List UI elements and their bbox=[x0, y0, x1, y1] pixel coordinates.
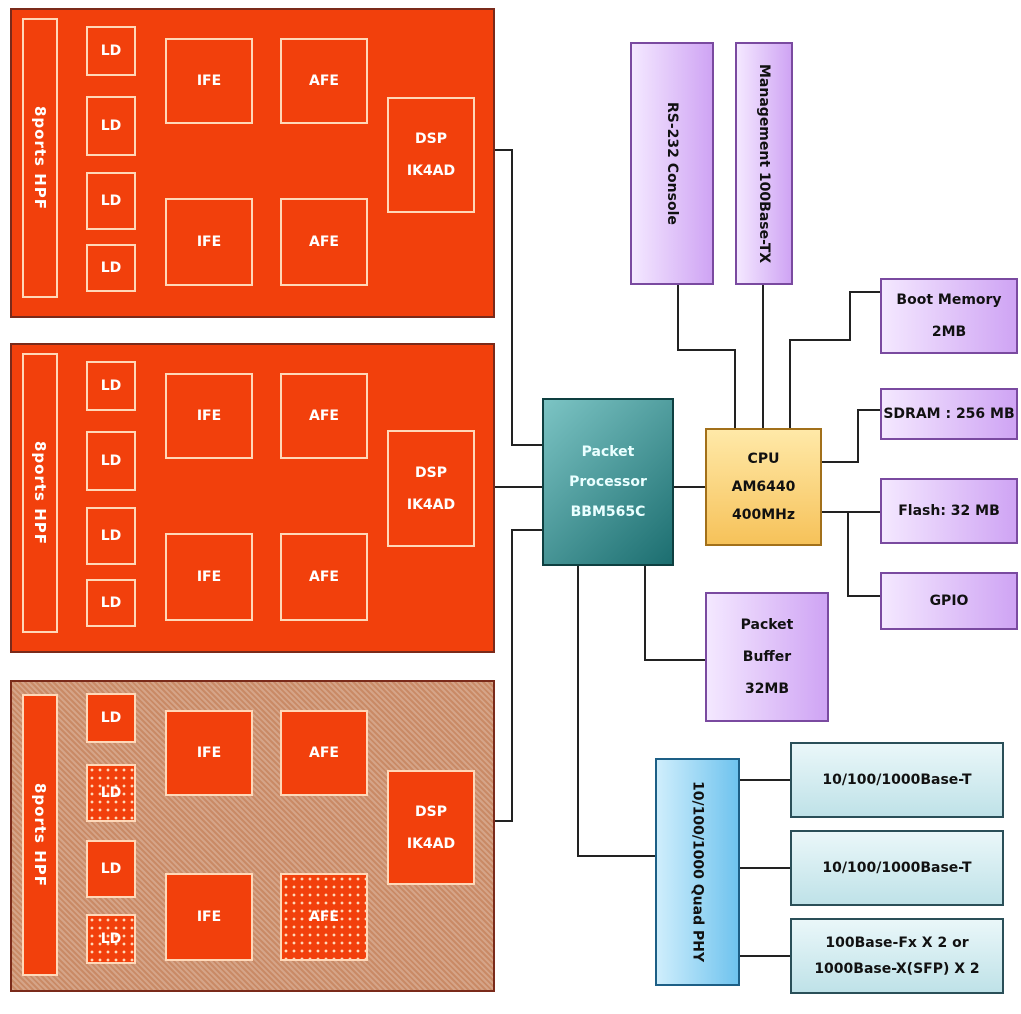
dsp-chip-label: IK4AD bbox=[406, 496, 456, 513]
ld-module-unpopulated: LD bbox=[86, 764, 136, 822]
dsp-label: DSP bbox=[415, 803, 447, 820]
boot-memory-box: Boot Memory 2MB bbox=[880, 278, 1018, 354]
dsp-module: DSP IK4AD bbox=[387, 770, 475, 885]
ethernet-port-label: 10/100/1000Base-T bbox=[822, 772, 972, 788]
management-port-box: Management 100Base-TX bbox=[735, 42, 793, 285]
fiber-port-line-1: 100Base-Fx X 2 or bbox=[825, 935, 969, 951]
ld-module: LD bbox=[86, 26, 136, 76]
flash-box: Flash: 32 MB bbox=[880, 478, 1018, 544]
ld-module: LD bbox=[86, 361, 136, 411]
quad-phy-label: 10/100/1000 Quad PHY bbox=[689, 781, 706, 963]
rs232-console-box: RS-232 Console bbox=[630, 42, 714, 285]
hpf-module: 8ports HPF bbox=[22, 353, 58, 633]
packet-processor-line-3: BBM565C bbox=[570, 504, 646, 520]
packet-processor-line-2: Processor bbox=[569, 474, 647, 490]
ife-module: IFE bbox=[165, 533, 253, 621]
fiber-port-box: 100Base-Fx X 2 or 1000Base-X(SFP) X 2 bbox=[790, 918, 1004, 994]
ld-module: LD bbox=[86, 244, 136, 292]
ife-module: IFE bbox=[165, 38, 253, 124]
afe-module: AFE bbox=[280, 373, 368, 459]
ld-module: LD bbox=[86, 431, 136, 491]
dsp-label: DSP bbox=[415, 131, 447, 147]
dsp-label: DSP bbox=[415, 464, 447, 481]
hpf-module: 8ports HPF bbox=[22, 18, 58, 298]
packet-buffer-box: Packet Buffer 32MB bbox=[705, 592, 829, 722]
dsp-module: DSP IK4AD bbox=[387, 430, 475, 547]
gpio-box: GPIO bbox=[880, 572, 1018, 630]
ld-module-unpopulated: LD bbox=[86, 914, 136, 964]
cpu-line-3: 400MHz bbox=[731, 507, 796, 523]
ld-module: LD bbox=[86, 507, 136, 565]
ld-module: LD bbox=[86, 172, 136, 230]
afe-module: AFE bbox=[280, 38, 368, 124]
packet-processor-line-1: Packet bbox=[581, 444, 635, 460]
ife-module: IFE bbox=[165, 373, 253, 459]
packet-processor-box: Packet Processor BBM565C bbox=[542, 398, 674, 566]
quad-phy-box: 10/100/1000 Quad PHY bbox=[655, 758, 740, 986]
cpu-line-1: CPU bbox=[747, 451, 780, 467]
dsp-module: DSP IK4AD bbox=[387, 97, 475, 213]
afe-module: AFE bbox=[280, 198, 368, 286]
dsp-chip-label: IK4AD bbox=[406, 835, 456, 852]
ld-module: LD bbox=[86, 579, 136, 627]
fiber-port-line-2: 1000Base-X(SFP) X 2 bbox=[814, 961, 980, 977]
packet-buffer-line-3: 32MB bbox=[744, 681, 790, 697]
ld-module: LD bbox=[86, 840, 136, 898]
ld-module: LD bbox=[86, 96, 136, 156]
dsp-chip-label: IK4AD bbox=[406, 163, 456, 179]
hpf-module: 8ports HPF bbox=[22, 694, 58, 976]
boot-memory-size: 2MB bbox=[931, 324, 967, 340]
packet-buffer-line-2: Buffer bbox=[742, 649, 792, 665]
management-port-label: Management 100Base-TX bbox=[756, 63, 772, 264]
ld-module: LD bbox=[86, 693, 136, 743]
ife-module: IFE bbox=[165, 873, 253, 961]
afe-module: AFE bbox=[280, 533, 368, 621]
ethernet-port-label: 10/100/1000Base-T bbox=[822, 860, 972, 876]
ethernet-port-box: 10/100/1000Base-T bbox=[790, 830, 1004, 906]
afe-module: AFE bbox=[280, 710, 368, 796]
ife-module: IFE bbox=[165, 710, 253, 796]
rs232-console-label: RS-232 Console bbox=[664, 102, 680, 225]
sdram-box: SDRAM : 256 MB bbox=[880, 388, 1018, 440]
cpu-line-2: AM6440 bbox=[731, 479, 796, 495]
ethernet-port-box: 10/100/1000Base-T bbox=[790, 742, 1004, 818]
afe-module-unpopulated: AFE bbox=[280, 873, 368, 961]
boot-memory-label: Boot Memory bbox=[896, 292, 1002, 308]
packet-buffer-line-1: Packet bbox=[740, 617, 794, 633]
cpu-box: CPU AM6440 400MHz bbox=[705, 428, 822, 546]
ife-module: IFE bbox=[165, 198, 253, 286]
